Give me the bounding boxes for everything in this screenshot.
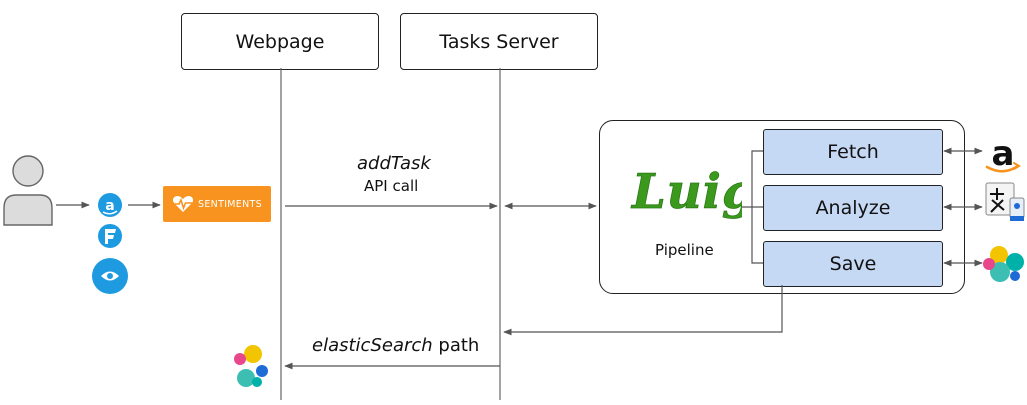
add-task-label: addTask	[357, 153, 431, 174]
elasticsearch-logo-icon	[983, 246, 1024, 282]
eye-icon	[92, 258, 128, 294]
luigi-logo: Luigi	[630, 164, 742, 221]
elasticsearch-logo-icon-webpage	[234, 345, 268, 387]
svg-text:a: a	[105, 198, 114, 214]
user-icon	[3, 155, 53, 226]
heart-pulse-icon	[172, 196, 194, 212]
foursquare-icon	[98, 224, 122, 248]
fetch-stage-label: Fetch	[827, 141, 879, 163]
webpage-lifeline-box: Webpage	[181, 13, 379, 70]
elastic-search-path-suffix: path	[432, 335, 480, 356]
svg-text:a: a	[992, 134, 1015, 174]
amazon-icon: a	[98, 193, 122, 217]
fetch-stage-box: Fetch	[763, 129, 943, 175]
webpage-lifeline-label: Webpage	[235, 30, 325, 53]
api-call-label: API call	[364, 177, 419, 195]
pipeline-return-arrow	[503, 285, 783, 336]
sentiments-badge: SENTIMENTS	[163, 186, 271, 222]
stage-bracket	[751, 150, 763, 264]
tasks-server-lifeline-label: Tasks Server	[439, 30, 559, 53]
tasks-server-lifeline-box: Tasks Server	[400, 13, 598, 70]
save-stage-box: Save	[763, 241, 943, 287]
add-task-method: addTask	[357, 153, 431, 174]
analyze-stage-label: Analyze	[815, 197, 891, 219]
elastic-search-path-label: elasticSearch path	[312, 335, 479, 356]
sentiments-badge-label: SENTIMENTS	[198, 198, 262, 210]
analyze-stage-box: Analyze	[763, 185, 943, 231]
pipeline-label: Pipeline	[655, 241, 714, 259]
translation-puzzle-icon	[985, 182, 1025, 221]
luigi-logo-text: Luigi	[630, 164, 742, 220]
save-stage-label: Save	[829, 253, 877, 275]
elastic-search-method: elasticSearch	[312, 335, 433, 356]
amazon-logo-icon: a	[985, 134, 1021, 174]
